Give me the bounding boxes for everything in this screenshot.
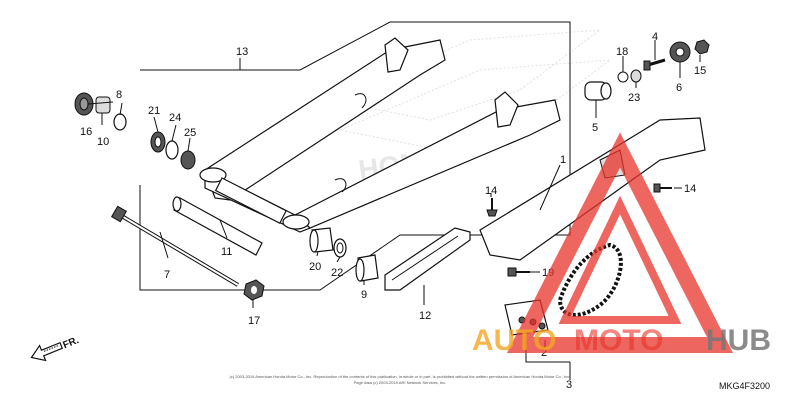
cap-8[interactable] bbox=[113, 113, 127, 131]
pivot-collar[interactable] bbox=[172, 196, 263, 256]
callout-11: 11 bbox=[221, 246, 232, 258]
pivot-cap-16[interactable] bbox=[74, 92, 94, 116]
callout-5: 5 bbox=[592, 122, 598, 134]
bolt-19[interactable] bbox=[507, 267, 530, 277]
callout-25: 25 bbox=[184, 127, 196, 139]
watermark-triangle-logo bbox=[506, 132, 734, 353]
seal-24[interactable] bbox=[165, 140, 179, 160]
adjuster-plate-6[interactable] bbox=[669, 41, 691, 63]
callout-21: 21 bbox=[148, 105, 160, 117]
drive-chain[interactable] bbox=[557, 242, 623, 317]
callout-8: 8 bbox=[116, 89, 122, 101]
swingarm[interactable] bbox=[199, 37, 561, 233]
nut-17[interactable] bbox=[243, 279, 265, 301]
front-direction-arrow: FR. bbox=[30, 335, 81, 362]
callout-22: 22 bbox=[331, 267, 343, 279]
bearing-21[interactable] bbox=[150, 131, 166, 153]
callout-1: 1 bbox=[560, 154, 566, 166]
callout-4: 4 bbox=[652, 31, 658, 43]
callout-13: 13 bbox=[236, 46, 248, 58]
copyright-line-2: Page data (c) 2003-2019 ARI Network Serv… bbox=[354, 380, 447, 385]
bolt-14-right[interactable] bbox=[653, 183, 672, 193]
bolt-14-left[interactable] bbox=[486, 198, 498, 217]
pivot-bolt[interactable] bbox=[110, 205, 240, 287]
collar-9[interactable] bbox=[355, 254, 379, 282]
watermark-auto: AUTO bbox=[472, 324, 556, 357]
watermark-moto: MOTO bbox=[574, 324, 663, 357]
copyright-line-1: (c) 2003-2019 American Honda Motor Co., … bbox=[229, 374, 570, 379]
bolt-4[interactable] bbox=[643, 58, 666, 71]
callout-7: 7 bbox=[164, 269, 170, 281]
callout-23: 23 bbox=[628, 92, 640, 104]
brand-wing-watermark: HONDA bbox=[328, 29, 612, 186]
oil-seal-22[interactable] bbox=[333, 238, 347, 258]
collar-10[interactable] bbox=[95, 96, 111, 114]
circlip-18[interactable] bbox=[617, 71, 629, 83]
callout-10: 10 bbox=[97, 136, 109, 148]
adjuster-5[interactable] bbox=[584, 81, 612, 101]
bearing-25[interactable] bbox=[180, 150, 196, 170]
nut-15[interactable] bbox=[694, 39, 710, 55]
callout-9: 9 bbox=[361, 289, 367, 301]
callout-15: 15 bbox=[694, 65, 706, 77]
diagram-code: MKG4F3200 bbox=[719, 381, 770, 391]
callout-3: 3 bbox=[566, 379, 572, 391]
callout-14-left: 14 bbox=[485, 185, 497, 197]
callout-24: 24 bbox=[169, 112, 181, 124]
callout-20: 20 bbox=[309, 261, 321, 273]
callout-12: 12 bbox=[419, 310, 431, 322]
front-label: FR. bbox=[61, 335, 80, 351]
callout-17: 17 bbox=[248, 315, 260, 327]
washer-23[interactable] bbox=[630, 69, 642, 83]
callout-16: 16 bbox=[80, 126, 92, 138]
callout-18: 18 bbox=[616, 46, 628, 58]
chain-slider[interactable] bbox=[384, 227, 471, 291]
callout-6: 6 bbox=[676, 82, 682, 94]
automotohub-watermark: AUTO MOTO HUB bbox=[472, 132, 771, 357]
callout-14-right: 14 bbox=[684, 183, 696, 195]
watermark-hub: HUB bbox=[706, 324, 771, 357]
swingarm-bushing[interactable] bbox=[309, 227, 334, 253]
